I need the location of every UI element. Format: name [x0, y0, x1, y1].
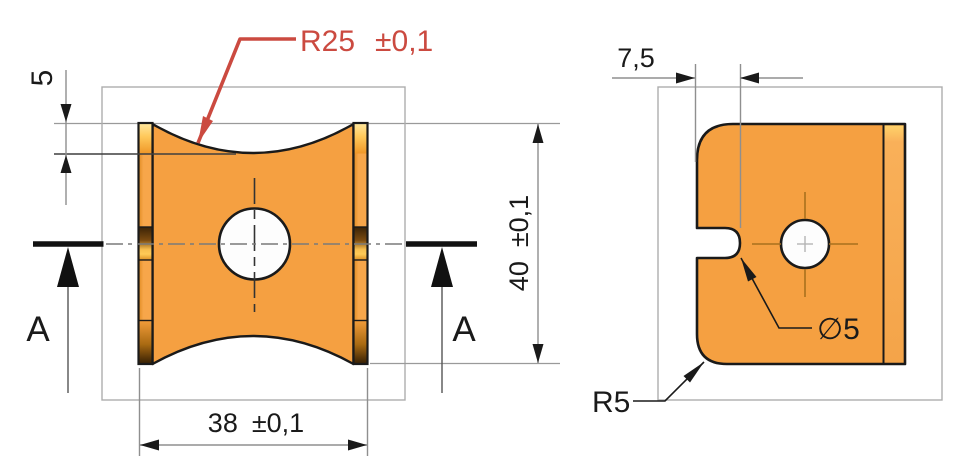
flange-segment: [138, 260, 153, 321]
dim-38-group: 38±0,1: [138, 368, 369, 456]
dim-40-arrow-bottom: [532, 344, 544, 363]
dim-7-5-text: 7,5: [617, 43, 655, 73]
flange-segment: [353, 123, 368, 154]
dim-38-arrow-right: [348, 439, 367, 451]
side-right-strip: [884, 125, 904, 363]
flange-segment: [353, 260, 368, 321]
front-right-flange: [352, 121, 369, 366]
r25-callout-text: R25±0,1: [300, 25, 433, 58]
dia5-leader-arrow: [741, 258, 757, 282]
r5-callout-text: R5: [592, 386, 630, 419]
dim-38-text: 38±0,1: [208, 408, 304, 438]
section-line-group: A A: [26, 241, 477, 393]
dim-38-arrow-left: [140, 439, 159, 451]
dim-7-5-group: 7,5: [612, 43, 803, 228]
dim-5-text: 5: [26, 70, 59, 87]
flange-segment: [353, 320, 368, 364]
r25-leader: [196, 37, 296, 144]
flange-segment: [138, 320, 153, 364]
flange-segment: [138, 123, 153, 154]
dim-40-group: 40±0,1: [370, 124, 560, 365]
flange-segment: [353, 153, 368, 227]
dim-5-group: 5: [26, 70, 72, 205]
dim-5-arrow-up: [60, 155, 72, 173]
section-label-right: A: [452, 310, 476, 349]
dim-5-arrow-down: [60, 104, 72, 122]
section-arrow-right: [431, 247, 453, 287]
dia5-callout-group: ∅5: [740, 257, 860, 346]
section-label-left: A: [26, 310, 50, 349]
dia5-leader: [740, 257, 812, 329]
section-arrow-left: [57, 247, 79, 287]
dia5-callout-text: ∅5: [817, 313, 860, 346]
dim-40-arrow-top: [532, 124, 544, 143]
r25-leader-arrow: [198, 116, 213, 143]
side-view-bounding-box: [657, 86, 943, 401]
r5-leader: [633, 361, 705, 402]
r5-callout-group: R5: [592, 361, 705, 419]
dim-7-5-arrow-left: [740, 72, 759, 84]
side-hole-centerlines: [752, 192, 858, 297]
dim-7-5-arrow-right: [676, 72, 695, 84]
flange-segment: [138, 153, 153, 227]
r25-callout-group: R25±0,1: [196, 25, 433, 144]
side-view: [695, 122, 907, 366]
side-hole-center-mark: [797, 236, 813, 252]
dim-40-text: 40±0,1: [504, 195, 534, 291]
r5-leader-arrow: [683, 362, 704, 383]
